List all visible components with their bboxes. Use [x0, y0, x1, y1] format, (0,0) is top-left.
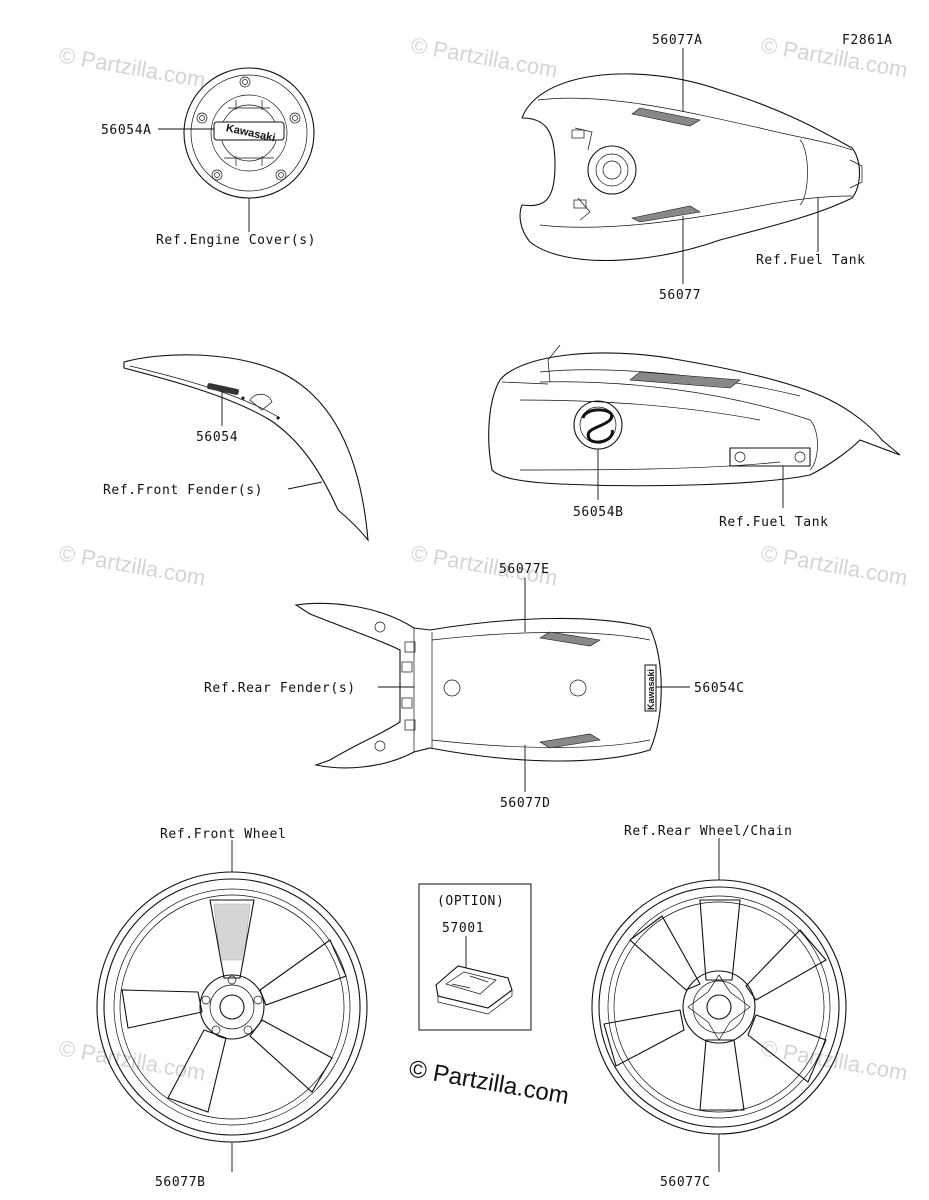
- option-part-label: 57001: [442, 921, 484, 936]
- tank-top-part-label: 56077: [659, 288, 701, 303]
- watermark: © Partzilla.com: [57, 42, 207, 92]
- figure-code: F2861A: [842, 33, 893, 48]
- engine-cover-ref-label: Ref.Engine Cover(s): [156, 233, 316, 248]
- watermark: © Partzilla.com: [57, 540, 207, 590]
- tank-side-ref-label: Ref.Fuel Tank: [719, 515, 829, 530]
- engine-cover-part-label: 56054A: [101, 123, 152, 138]
- rear-fender-ref-label: Ref.Rear Fender(s): [204, 681, 356, 696]
- rear-fender-part-e-label: 56077E: [499, 562, 550, 577]
- watermark: © Partzilla.com: [759, 540, 909, 590]
- option-part-drawing: [435, 965, 513, 1015]
- rear-wheel-drawing: [591, 879, 847, 1135]
- front-fender-part-label: 56054: [196, 430, 238, 445]
- fuel-tank-top-drawing: [519, 73, 863, 261]
- tank-top-ref-label: Ref.Fuel Tank: [756, 253, 866, 268]
- front-wheel-ref-label: Ref.Front Wheel: [160, 827, 286, 842]
- rear-fender-drawing: Kawasaki: [294, 602, 662, 769]
- fuel-tank-side-drawing: [488, 344, 901, 487]
- rear-fender-part-d-label: 56077D: [500, 796, 551, 811]
- tank-side-part-label: 56054B: [573, 505, 624, 520]
- main-watermark: © Partzilla.com: [407, 1055, 571, 1110]
- front-fender-ref-label: Ref.Front Fender(s): [103, 483, 263, 498]
- rear-wheel-ref-label: Ref.Rear Wheel/Chain: [624, 824, 793, 839]
- rear-fender-part-c-label: 56054C: [694, 681, 745, 696]
- rear-wheel-part-label: 56077C: [660, 1175, 711, 1190]
- tank-top-part-a-label: 56077A: [652, 33, 703, 48]
- front-wheel-part-label: 56077B: [155, 1175, 206, 1190]
- option-title: (OPTION): [437, 894, 504, 909]
- front-wheel-drawing: [96, 871, 368, 1143]
- option-box: (OPTION) 57001: [418, 883, 532, 1031]
- front-fender-drawing: [123, 354, 369, 542]
- engine-cover-drawing: Kawasaki: [183, 67, 315, 199]
- watermark: © Partzilla.com: [409, 32, 559, 82]
- svg-text:Kawasaki: Kawasaki: [646, 669, 656, 710]
- watermark: © Partzilla.com: [57, 1035, 207, 1085]
